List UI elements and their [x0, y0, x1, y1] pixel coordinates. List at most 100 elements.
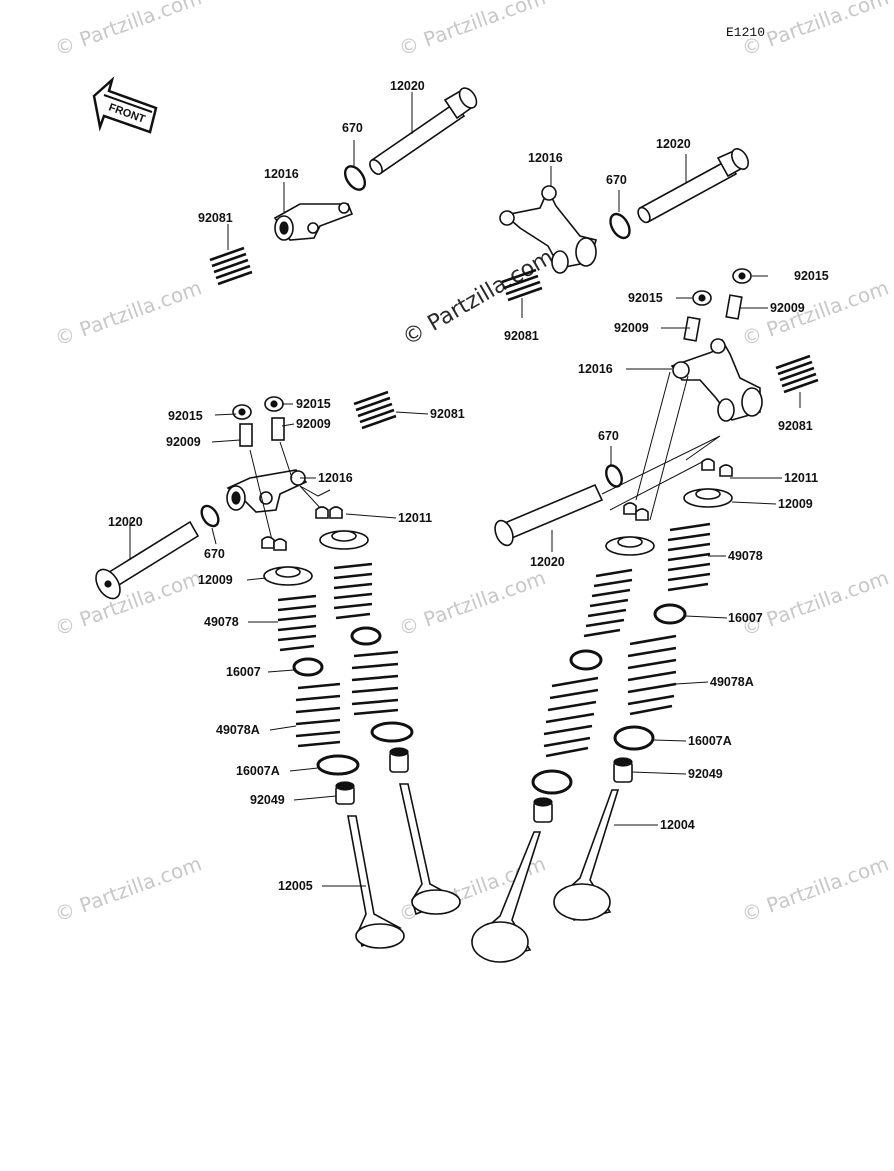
- seat-16007-left-inner: [350, 626, 382, 646]
- lead-lines-mid-right: [601, 371, 721, 521]
- watermark: © Partzilla.com: [52, 275, 205, 350]
- leader-lines: [129, 92, 801, 887]
- label-12005: 12005: [278, 879, 313, 893]
- watermarks: © Partzilla.com © Partzilla.com © Partzi…: [52, 0, 892, 927]
- spring-49078a-left-outer: [295, 682, 341, 748]
- rocker-arm-12016-mid-right: [670, 338, 763, 422]
- valve-left-inner: [399, 783, 461, 916]
- label-92015: 92015: [296, 397, 331, 411]
- label-49078a: 49078A: [216, 723, 260, 737]
- spring-49078-right-outer: [667, 522, 711, 592]
- seat-16007-right-outer: [653, 603, 687, 625]
- o-ring-670-left: [200, 504, 220, 528]
- label-16007: 16007: [728, 611, 763, 625]
- watermark: © Partzilla.com: [739, 851, 892, 926]
- rocker-shaft-12020-mid-right: [494, 483, 604, 547]
- seal-92049-left-inner: [389, 747, 409, 773]
- seat-16007a-left-outer: [316, 754, 360, 776]
- rocker-arm-12016-left: [226, 469, 308, 513]
- label-49078a: 49078A: [710, 675, 754, 689]
- spring-92081-top-left: [209, 246, 253, 286]
- label-92081: 92081: [504, 329, 539, 343]
- o-ring-670-right: [609, 212, 631, 240]
- collet-12011-left: [261, 506, 343, 551]
- retainer-12009-left-inner: [319, 530, 369, 550]
- front-arrow-icon: FRONT: [92, 76, 158, 134]
- valve-12005-left-outer: [347, 815, 405, 949]
- nut-92015-right: [692, 268, 752, 306]
- seat-16007a-right-outer: [613, 725, 655, 751]
- label-92009: 92009: [614, 321, 649, 335]
- label-92049: 92049: [250, 793, 285, 807]
- spring-49078-left-outer: [277, 594, 317, 652]
- label-92015: 92015: [168, 409, 203, 423]
- watermark: © Partzilla.com: [396, 565, 549, 640]
- spring-49078a-right-inner: [543, 676, 599, 758]
- label-16007a: 16007A: [688, 734, 732, 748]
- label-12016: 12016: [318, 471, 353, 485]
- label-670: 670: [606, 173, 627, 187]
- rocker-arm-12016-top: [273, 202, 354, 241]
- diagram-code: E1210: [726, 25, 765, 40]
- seat-16007a-left-inner: [370, 721, 414, 743]
- label-12009: 12009: [778, 497, 813, 511]
- adjuster-92009-right: [683, 294, 743, 342]
- watermark: © Partzilla.com: [52, 851, 205, 926]
- label-92009: 92009: [296, 417, 331, 431]
- spring-49078a-right-outer: [627, 634, 677, 716]
- o-ring-670-mid-right: [605, 464, 623, 488]
- label-670: 670: [204, 547, 225, 561]
- valve-right-inner: [470, 831, 542, 963]
- nut-92015-left: [232, 396, 284, 420]
- watermark: © Partzilla.com: [739, 275, 892, 350]
- label-670: 670: [342, 121, 363, 135]
- seat-16007a-right-inner: [531, 769, 573, 795]
- valve-12004-right-outer: [553, 789, 620, 921]
- label-16007a: 16007A: [236, 764, 280, 778]
- retainer-12009-right-inner: [605, 536, 655, 556]
- rocker-shaft-12020-right: [637, 148, 749, 224]
- watermark: © Partzilla.com: [739, 565, 892, 640]
- label-16007: 16007: [226, 665, 261, 679]
- lead-lines-left: [249, 441, 331, 541]
- label-12020: 12020: [656, 137, 691, 151]
- label-12016: 12016: [578, 362, 613, 376]
- seal-92049-right-outer: [613, 757, 633, 783]
- label-12020: 12020: [390, 79, 425, 93]
- seal-92049-left-outer: [335, 781, 355, 805]
- rocker-shaft-12020-top: [369, 87, 478, 175]
- seal-92049-right-inner: [533, 797, 553, 823]
- label-92015: 92015: [628, 291, 663, 305]
- label-12011: 12011: [398, 511, 432, 525]
- label-92081: 92081: [778, 419, 813, 433]
- label-12016: 12016: [264, 167, 299, 181]
- adjuster-92009-left: [239, 417, 285, 447]
- label-92049: 92049: [688, 767, 723, 781]
- label-49078: 49078: [204, 615, 239, 629]
- rocker-shaft-12020-left: [95, 520, 200, 600]
- label-12011: 12011: [784, 471, 818, 485]
- rocker-arm-12016-right: [499, 185, 597, 274]
- watermark: © Partzilla.com: [396, 0, 549, 61]
- spring-92081-left-mid: [353, 390, 397, 430]
- label-92009: 92009: [166, 435, 201, 449]
- label-12020: 12020: [530, 555, 565, 569]
- label-12004: 12004: [660, 818, 695, 832]
- watermark: © Partzilla.com: [52, 0, 205, 61]
- retainer-12009-left-outer: [263, 566, 313, 586]
- seat-16007-left-outer: [292, 657, 324, 677]
- label-670: 670: [598, 429, 619, 443]
- label-49078: 49078: [728, 549, 763, 563]
- o-ring-670: [343, 165, 367, 191]
- spring-49078-left-inner: [333, 562, 373, 620]
- retainer-12009-right-outer: [683, 488, 733, 508]
- label-92081: 92081: [430, 407, 465, 421]
- spring-92081-right: [775, 354, 819, 394]
- label-12009: 12009: [198, 573, 233, 587]
- part-labels: 12020 670 12016 92081 12016 12020 670 92…: [108, 79, 829, 893]
- label-92081: 92081: [198, 211, 233, 225]
- collet-12011-right: [623, 458, 733, 521]
- label-12020: 12020: [108, 515, 143, 529]
- spring-92081-center: [501, 268, 543, 302]
